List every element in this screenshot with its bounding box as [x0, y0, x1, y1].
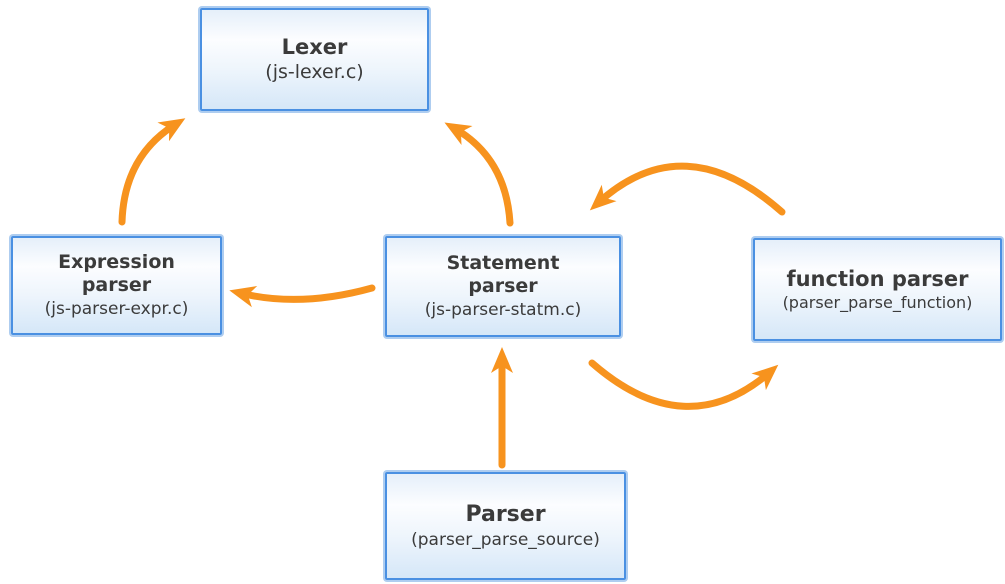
node-function-parser-subtitle: (parser_parse_function): [782, 293, 973, 313]
node-lexer-title: Lexer: [281, 35, 348, 59]
node-statement-parser: Statement parser (js-parser-statm.c): [385, 236, 621, 337]
node-statement-parser-title: Statement parser: [446, 251, 560, 298]
arrow-function-parser-to-statement-parser: [589, 162, 786, 216]
arrow-statement-parser-to-expression-parser: [229, 284, 376, 308]
node-parser-subtitle: (parser_parse_source): [411, 529, 600, 550]
node-statement-parser-subtitle: (js-parser-statm.c): [424, 300, 582, 321]
arrow-statement-parser-to-function-parser: [588, 359, 779, 410]
node-expression-parser-subtitle: (js-parser-expr.c): [44, 299, 189, 320]
node-expression-parser-title: Expression parser: [58, 250, 175, 297]
node-expression-parser: Expression parser (js-parser-expr.c): [11, 236, 222, 335]
node-lexer-subtitle: (js-lexer.c): [265, 61, 364, 84]
node-lexer: Lexer (js-lexer.c): [200, 8, 429, 111]
arrow-expression-parser-to-lexer: [118, 118, 186, 226]
node-parser-title: Parser: [465, 502, 546, 528]
node-function-parser-title: function parser: [786, 266, 969, 291]
arrow-statement-parser-to-lexer: [444, 122, 514, 227]
node-parser: Parser (parser_parse_source): [385, 472, 626, 580]
node-function-parser: function parser (parser_parse_function): [753, 238, 1002, 341]
